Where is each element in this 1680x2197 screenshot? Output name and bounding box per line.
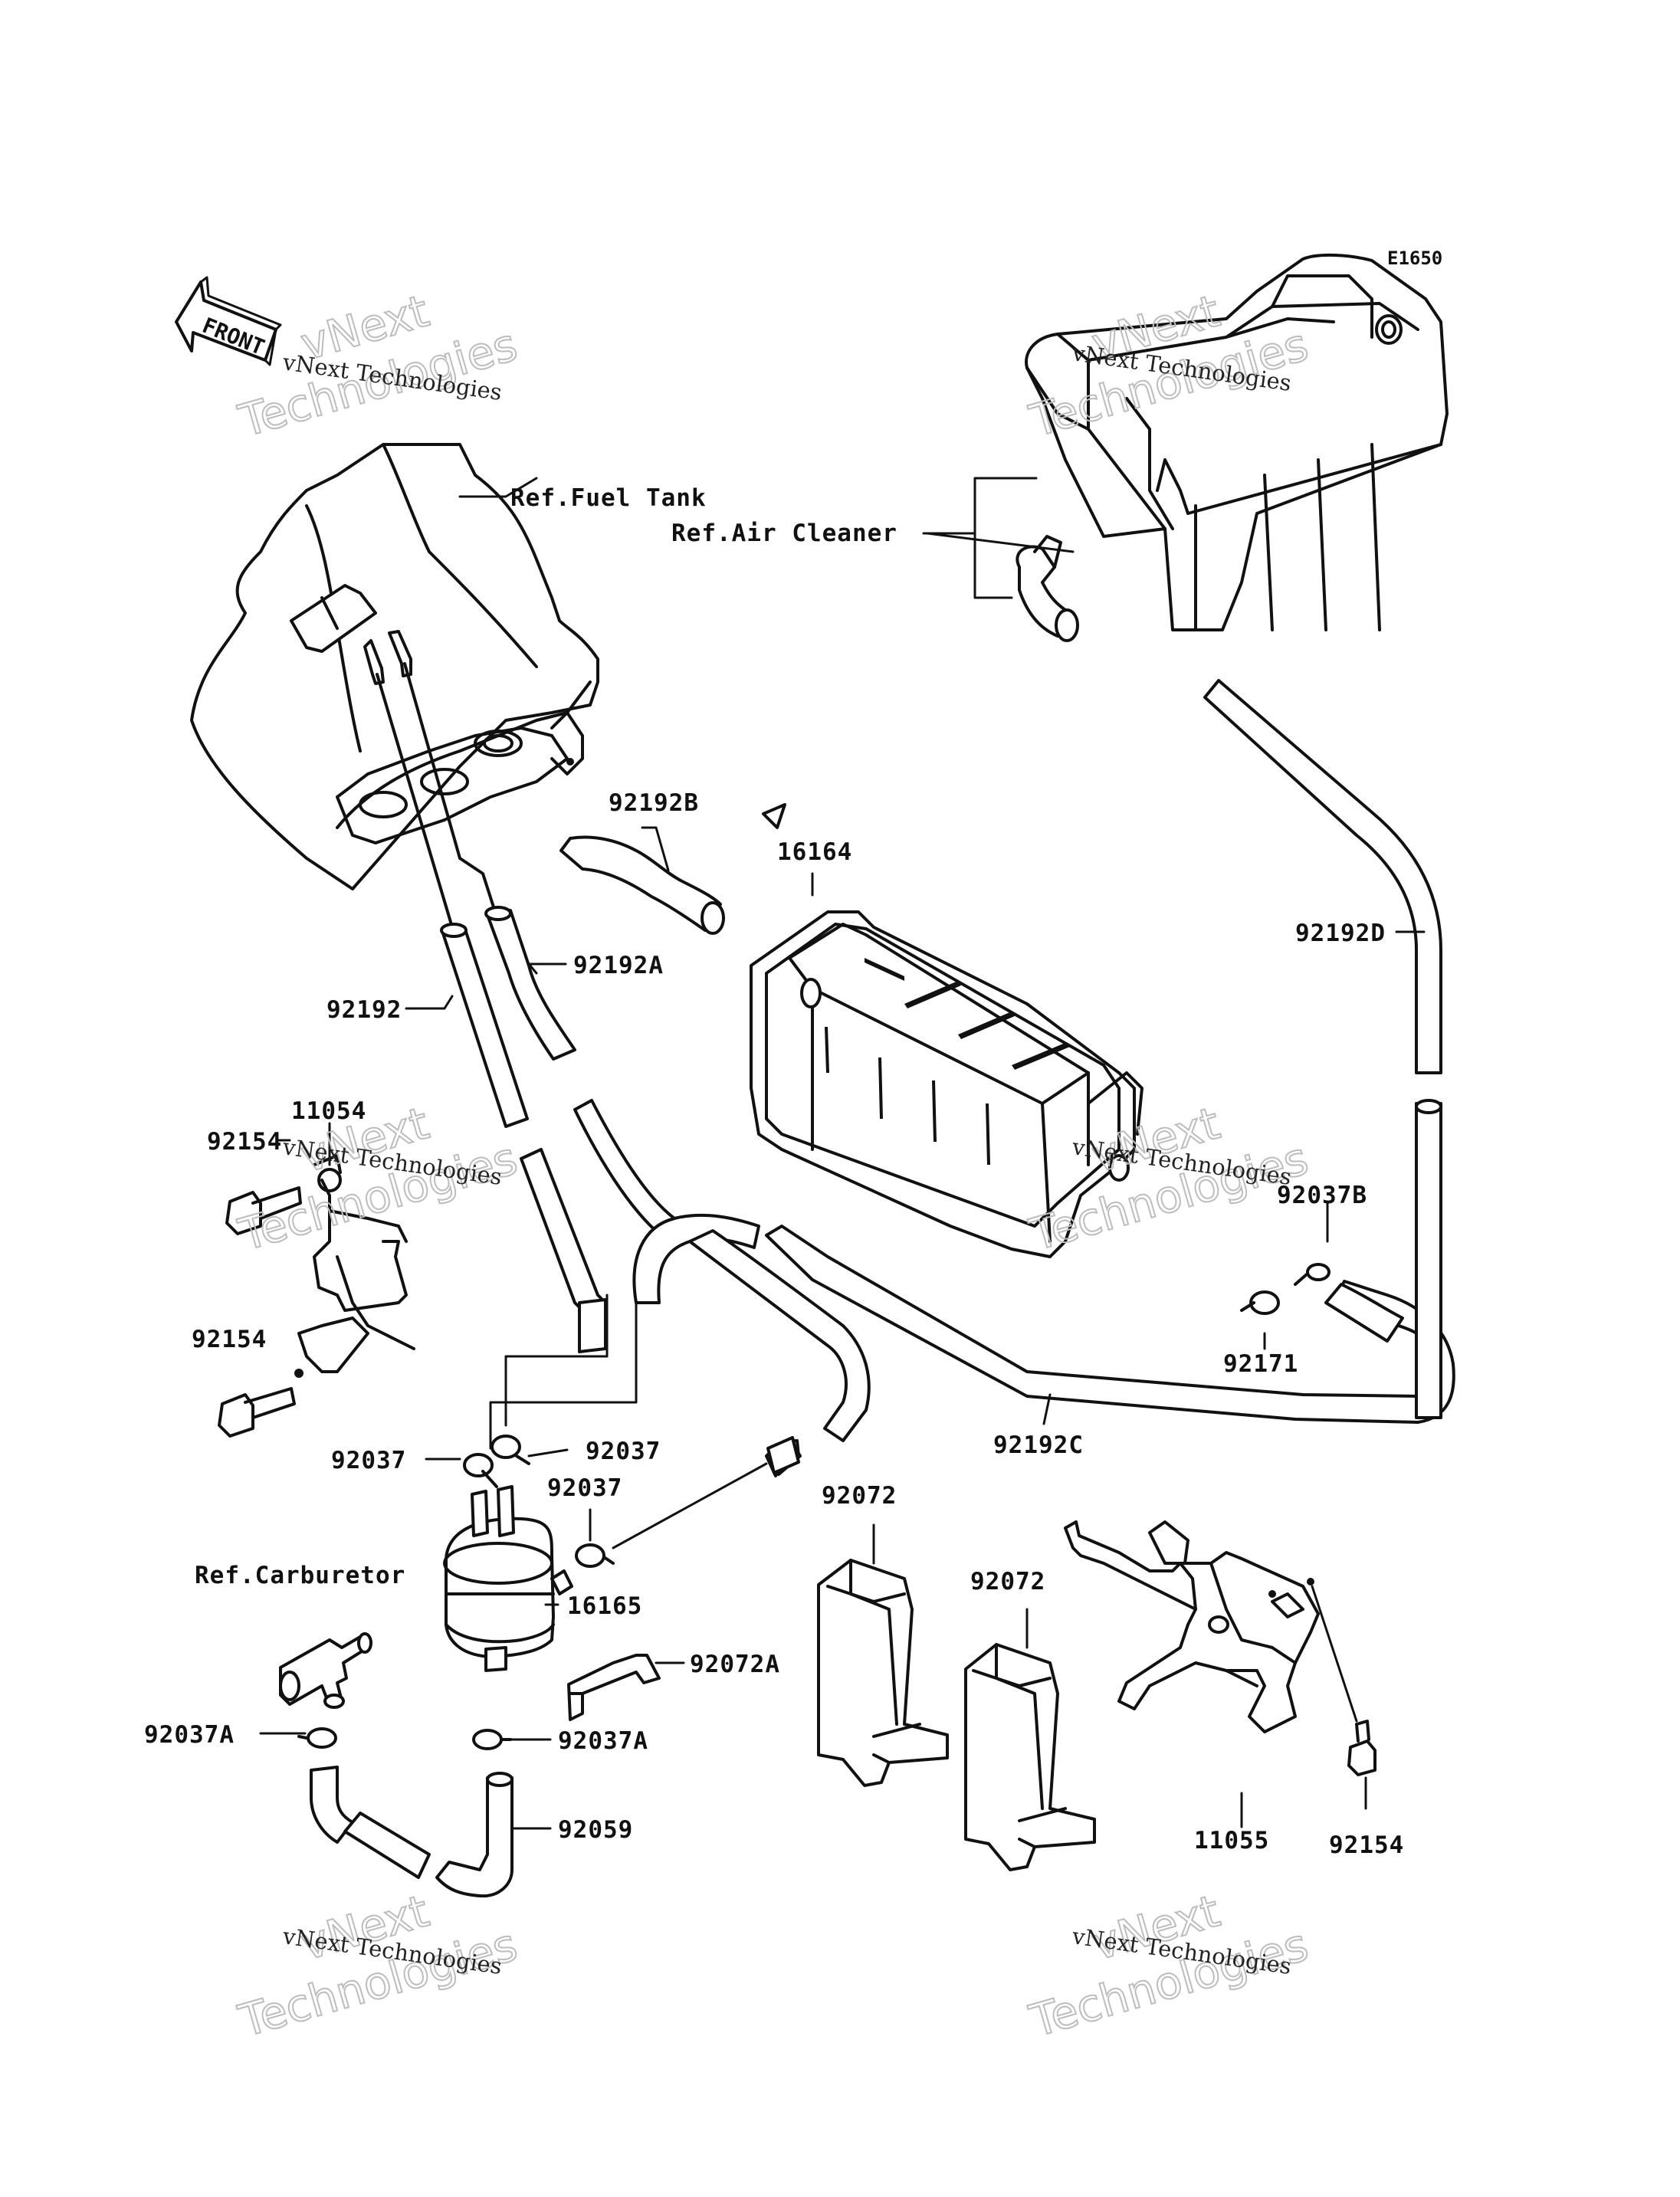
band-92072A bbox=[567, 1654, 661, 1721]
part-92192C-label: 92192C bbox=[993, 1431, 1084, 1459]
part-11055-label: 11055 bbox=[1194, 1827, 1269, 1854]
bracket-11054 bbox=[294, 1154, 415, 1378]
part-92192A-label: 92192A bbox=[573, 952, 664, 979]
bolt-92154-mid bbox=[218, 1387, 296, 1438]
air-cleaner bbox=[1016, 253, 1449, 642]
part-16164-label: 16164 bbox=[777, 838, 852, 866]
hose-92192 bbox=[376, 673, 607, 1353]
clamp-92037B bbox=[1294, 1263, 1331, 1286]
part-92154-top-label: 92154 bbox=[207, 1128, 282, 1156]
hose-92059 bbox=[310, 1766, 514, 1898]
part-92037A-right-label: 92037A bbox=[558, 1727, 648, 1755]
figure-code: E1650 bbox=[1387, 248, 1442, 269]
part-92072A-label: 92072A bbox=[690, 1651, 780, 1678]
hose-92192B bbox=[559, 835, 725, 935]
part-92072-left-label: 92072 bbox=[822, 1482, 897, 1510]
clamp-92037-right bbox=[491, 1435, 530, 1465]
canister-16164 bbox=[750, 910, 1144, 1258]
part-92037B-label: 92037B bbox=[1277, 1182, 1367, 1209]
ref-air-cleaner-label: Ref.Air Cleaner bbox=[671, 520, 897, 547]
part-92037A-left-label: 92037A bbox=[144, 1721, 235, 1749]
hose-92192C bbox=[632, 803, 1455, 1477]
part-92154-mid-label: 92154 bbox=[192, 1326, 267, 1353]
watermark-mid-right: vNext Technologies vNext Technologies bbox=[1023, 1096, 1314, 1261]
part-92192B-label: 92192B bbox=[609, 789, 699, 817]
leader-line bbox=[504, 1294, 609, 1427]
part-92192-label: 92192 bbox=[326, 996, 402, 1024]
leader-line bbox=[612, 1462, 768, 1549]
bracket-11055 bbox=[1064, 1520, 1320, 1733]
watermark-bottom-right: vNext Technologies vNext Technologies bbox=[1023, 1884, 1314, 2048]
front-arrow-icon: FRONT bbox=[175, 276, 282, 366]
leader-line bbox=[489, 1301, 638, 1450]
ref-carburetor-label: Ref.Carburetor bbox=[195, 1562, 405, 1589]
clamp-92037-left bbox=[463, 1453, 498, 1488]
part-92192D-label: 92192D bbox=[1295, 920, 1386, 947]
fuel-filter-16165 bbox=[443, 1485, 573, 1672]
band-92072-left bbox=[817, 1559, 949, 1787]
watermark-bottom-left: vNext Technologies vNext Technologies bbox=[232, 1884, 523, 2048]
t-joint-carburetor bbox=[279, 1632, 372, 1709]
part-92171-label: 92171 bbox=[1223, 1350, 1298, 1378]
leader-lines bbox=[259, 477, 1426, 1830]
hose-92192D bbox=[1203, 679, 1442, 1419]
ref-fuel-tank-label: Ref.Fuel Tank bbox=[510, 484, 707, 512]
fuel-tank bbox=[190, 443, 599, 890]
bolt-92154-bottom bbox=[1347, 1720, 1376, 1776]
labels: Ref.Fuel Tank Ref.Air Cleaner Ref.Carbur… bbox=[144, 484, 1404, 1859]
clamp-92171 bbox=[1240, 1290, 1280, 1315]
part-92072-right-label: 92072 bbox=[970, 1568, 1045, 1595]
part-92154-bottom-label: 92154 bbox=[1329, 1831, 1404, 1859]
part-92037-right-label: 92037 bbox=[586, 1438, 661, 1465]
part-92037-mid-label: 92037 bbox=[547, 1474, 622, 1502]
watermark-mid-left: vNext Technologies vNext Technologies bbox=[232, 1096, 523, 1261]
bolt-92154-top bbox=[225, 1186, 302, 1235]
clamp-92037A-left bbox=[297, 1727, 337, 1749]
part-11054-label: 11054 bbox=[291, 1097, 366, 1125]
watermark-top-left: vNext Technologies vNext Technologies bbox=[232, 284, 523, 448]
part-92037-left-label: 92037 bbox=[331, 1447, 406, 1474]
band-92072-right bbox=[964, 1643, 1096, 1871]
part-92059-label: 92059 bbox=[558, 1816, 633, 1844]
clamp-92037-mid bbox=[575, 1543, 615, 1568]
part-16165-label: 16165 bbox=[567, 1592, 642, 1620]
